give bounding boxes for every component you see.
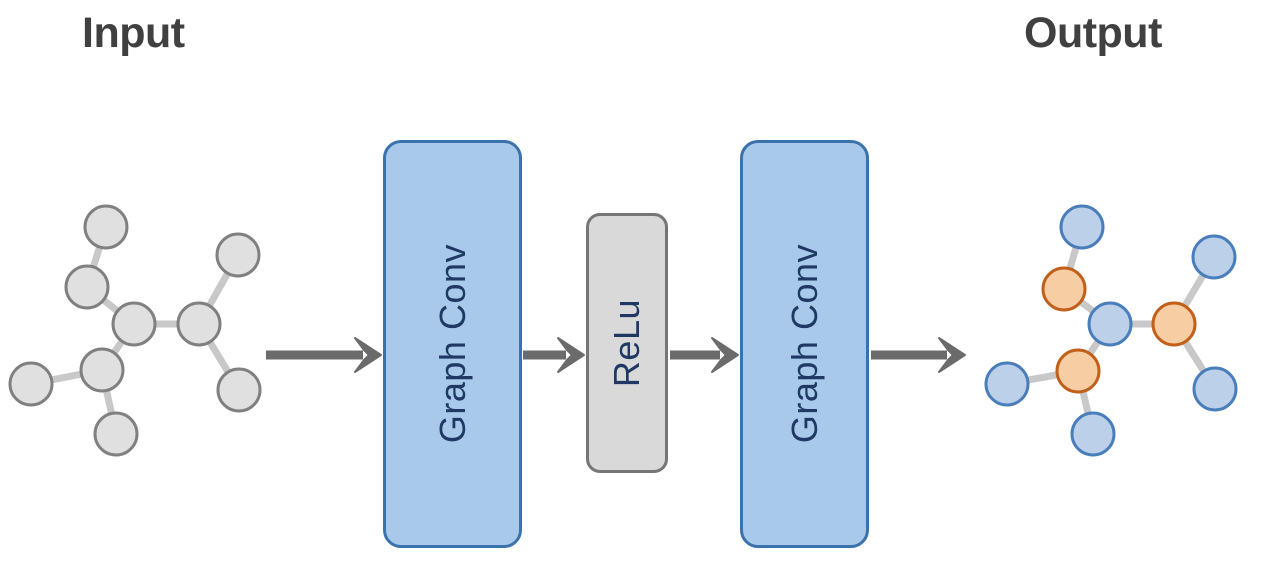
output-graph-node[interactable] [1070,411,1116,457]
input-graph-node[interactable] [83,204,129,250]
input-graph-node[interactable] [8,361,54,407]
block-graph-conv-2-label: Graph Conv [783,244,825,444]
input-graph-node[interactable] [64,264,110,310]
output-graph-node[interactable] [1055,348,1101,394]
input-graph-node[interactable] [93,411,139,457]
page-title-output: Output [1024,9,1162,57]
input-graph-node[interactable] [176,301,222,347]
input-graph-node[interactable] [111,301,157,347]
output-graph-node[interactable] [1192,366,1238,412]
block-graph-conv-1-label: Graph Conv [431,244,473,444]
output-graph-node[interactable] [1151,301,1197,347]
output-graph-node[interactable] [1059,204,1105,250]
block-relu[interactable]: ReLu [586,213,668,473]
output-graph-node[interactable] [1191,234,1237,280]
output-graph-node[interactable] [1087,301,1133,347]
block-graph-conv-1[interactable]: Graph Conv [383,140,522,548]
block-relu-label: ReLu [606,298,647,388]
input-graph-node[interactable] [79,347,125,393]
page-title-input: Input [82,9,185,57]
input-graph-node[interactable] [215,232,261,278]
block-graph-conv-2[interactable]: Graph Conv [740,140,869,548]
output-graph-node[interactable] [1041,266,1087,312]
output-graph-node[interactable] [984,361,1030,407]
input-graph-node[interactable] [216,367,262,413]
